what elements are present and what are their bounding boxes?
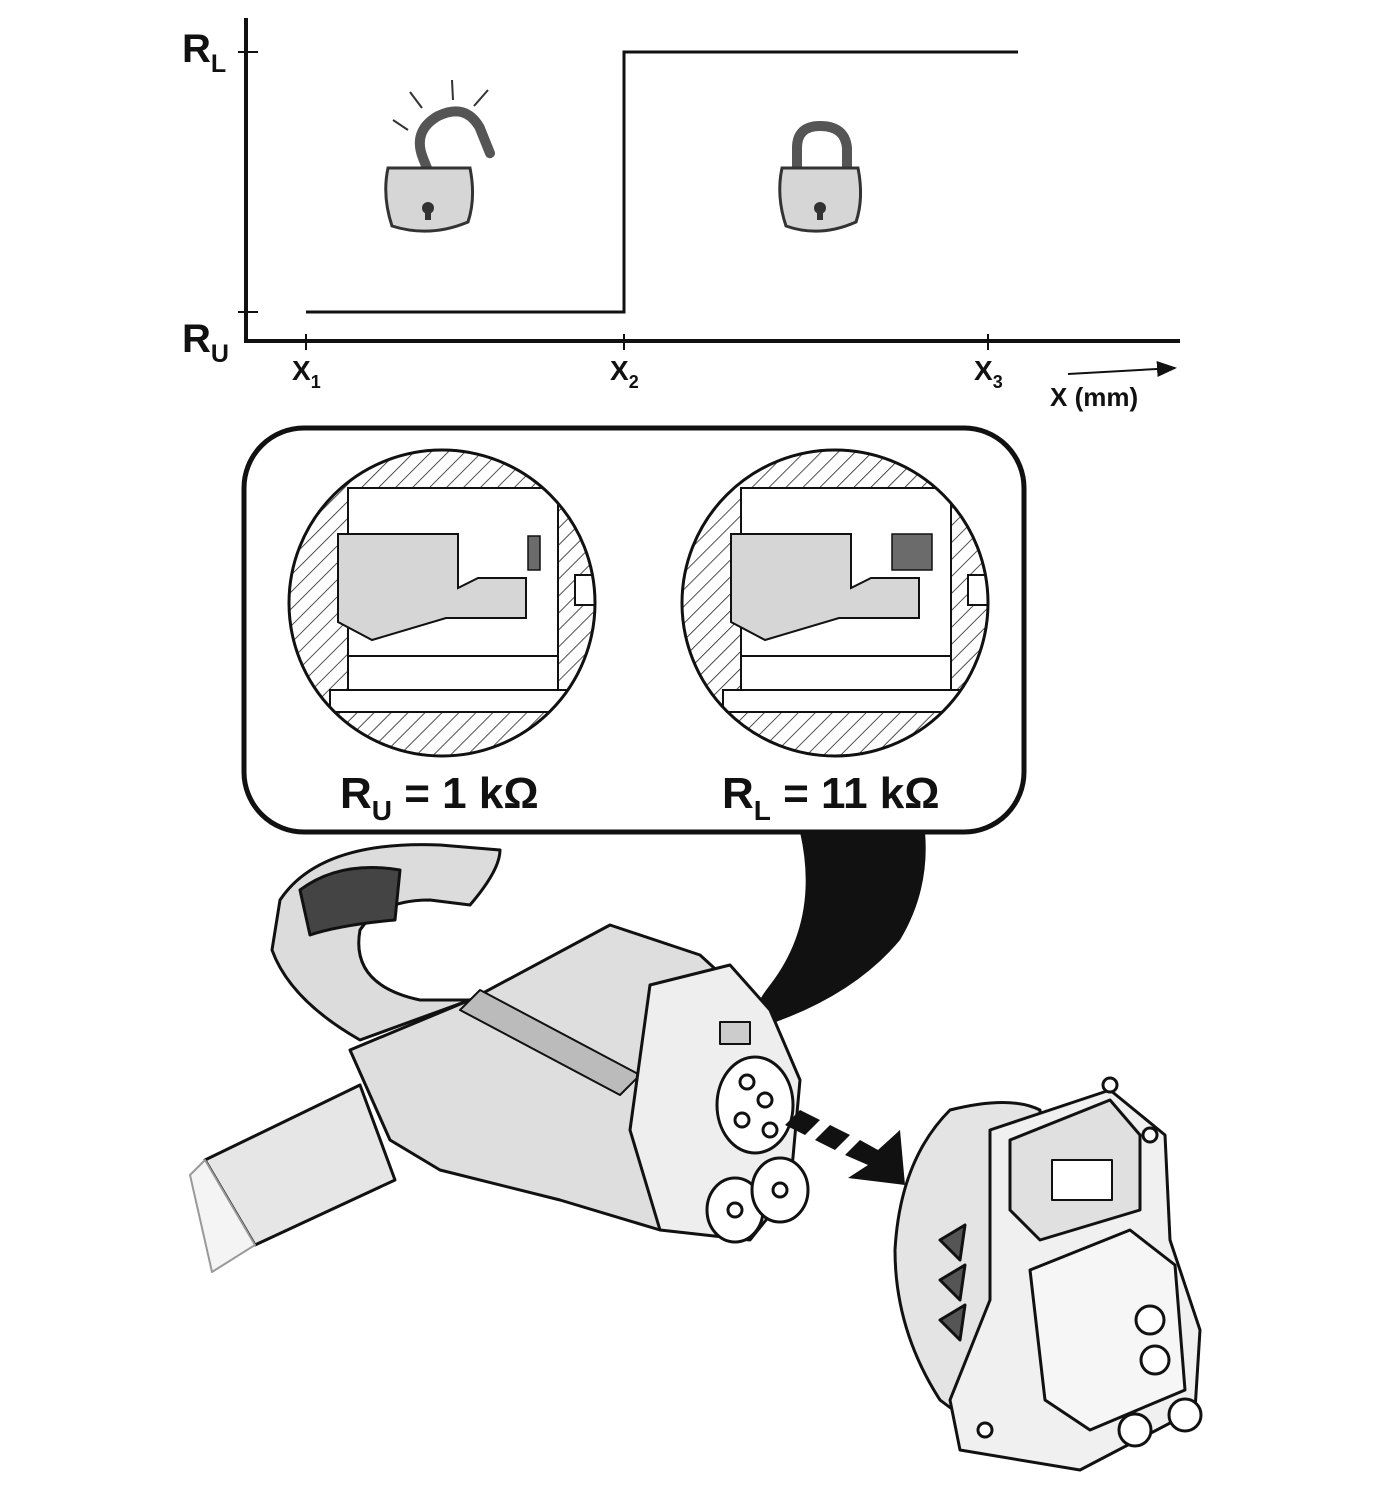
locked-resistance-label: RL = 11 kΩ: [722, 769, 940, 826]
resistance-graph: RL RU X1 X2 X3 X (mm): [182, 18, 1180, 412]
inlet-box: [1028, 1228, 1187, 1432]
locked-view: RL = 11 kΩ: [680, 448, 990, 826]
y-label-rl: RL: [182, 27, 226, 78]
detail-panel: RU = 1 kΩ RL = 11 kΩ: [241, 425, 1027, 1030]
closed-padlock-icon: [778, 120, 863, 233]
y-label-ru: RU: [182, 317, 229, 368]
x-axis-title: X (mm): [1050, 382, 1138, 412]
callout-pointer: [751, 832, 926, 1030]
charging-plug: [189, 843, 810, 1273]
charging-inlet: [893, 1076, 1203, 1472]
x-direction-arrow: [1067, 361, 1177, 377]
resistance-step-line: [306, 50, 1018, 314]
x-label-2: X2: [610, 355, 639, 392]
insertion-arrow: [785, 1110, 905, 1185]
unlocked-view: RU = 1 kΩ: [287, 448, 597, 826]
unlocked-resistance-label: RU = 1 kΩ: [340, 769, 539, 826]
open-padlock-icon: [384, 79, 496, 233]
x-label-3: X3: [974, 355, 1003, 392]
x-label-1: X1: [292, 355, 321, 392]
